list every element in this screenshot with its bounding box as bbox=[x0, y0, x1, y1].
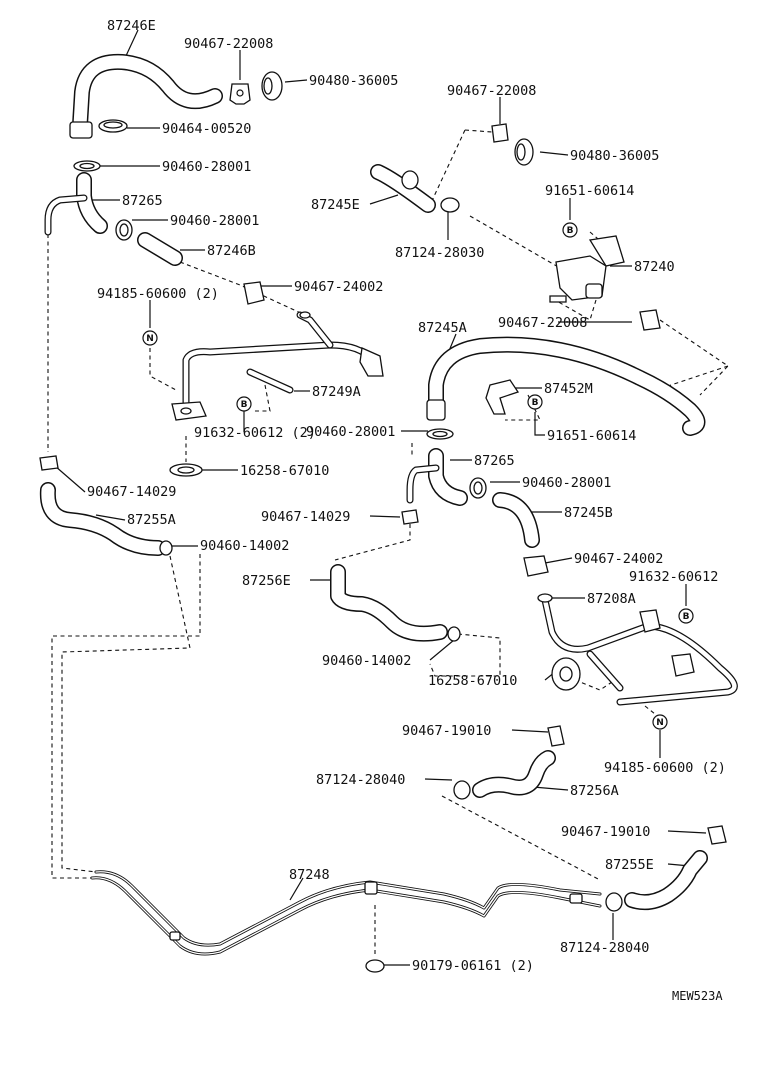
label-87452m: 87452M bbox=[544, 381, 593, 397]
label-90467-24002: 90467-24002 bbox=[574, 551, 663, 567]
label-90467-22008: 90467-22008 bbox=[184, 36, 273, 52]
label-87124-28040: 87124-28040 bbox=[316, 772, 405, 788]
drawing-code: MEW523A bbox=[672, 989, 723, 1003]
hose-87256e bbox=[330, 564, 448, 642]
hose-87246b bbox=[137, 232, 183, 266]
callout-symbols: N B B B B N bbox=[142, 222, 694, 730]
label-90460-28001: 90460-28001 bbox=[522, 475, 611, 491]
label-87256a: 87256A bbox=[570, 783, 619, 799]
svg-text:B: B bbox=[683, 612, 690, 622]
label-87245e: 87245E bbox=[311, 197, 360, 213]
hose-87255a bbox=[39, 482, 166, 556]
label-90460-14002: 90460-14002 bbox=[200, 538, 289, 554]
label-87245a: 87245A bbox=[418, 320, 467, 336]
label-90460-14002: 90460-14002 bbox=[322, 653, 411, 669]
label-90467-22008: 90467-22008 bbox=[498, 315, 587, 331]
label-16258-67010: 16258-67010 bbox=[240, 463, 329, 479]
hose-87255e bbox=[624, 850, 708, 911]
hose-87256a bbox=[472, 750, 556, 798]
label-94185-60600: 94185-60600 (2) bbox=[97, 286, 219, 302]
label-90480-36005: 90480-36005 bbox=[570, 148, 659, 164]
label-87256e: 87256E bbox=[242, 573, 291, 589]
label-91632-60612: 91632-60612 bbox=[629, 569, 718, 585]
svg-text:N: N bbox=[146, 334, 154, 344]
label-90460-28001: 90460-28001 bbox=[306, 424, 395, 440]
label-87208a: 87208A bbox=[587, 591, 636, 607]
label-87255e: 87255E bbox=[605, 857, 654, 873]
pipe-87208a bbox=[537, 593, 738, 706]
svg-text:B: B bbox=[567, 226, 574, 236]
svg-text:N: N bbox=[656, 718, 664, 728]
hose-87265-right bbox=[406, 448, 468, 506]
label-90460-28001: 90460-28001 bbox=[162, 159, 251, 175]
symbol-b bbox=[678, 608, 694, 624]
label-90460-28001: 90460-28001 bbox=[170, 213, 259, 229]
label-87249a: 87249A bbox=[312, 384, 361, 400]
pipe-87249a bbox=[171, 311, 384, 421]
label-87245b: 87245B bbox=[564, 505, 613, 521]
label-90467-19010: 90467-19010 bbox=[561, 824, 650, 840]
label-91651-60614: 91651-60614 bbox=[547, 428, 636, 444]
label-91651-60614: 91651-60614 bbox=[545, 183, 634, 199]
hose-87245a bbox=[426, 336, 706, 436]
hose-87246e bbox=[69, 53, 223, 139]
label-90467-19010: 90467-19010 bbox=[402, 723, 491, 739]
label-87240: 87240 bbox=[634, 259, 675, 275]
label-90179-06161: 90179-06161 (2) bbox=[412, 958, 534, 974]
svg-text:B: B bbox=[241, 400, 248, 410]
part-labels: 87246E 90467-22008 90480-36005 90464-005… bbox=[87, 18, 726, 1003]
symbol-b bbox=[527, 394, 543, 410]
leader-lines bbox=[54, 29, 707, 966]
label-94185-60600: 94185-60600 (2) bbox=[604, 760, 726, 776]
label-87124-28030: 87124-28030 bbox=[395, 245, 484, 261]
label-87265: 87265 bbox=[122, 193, 163, 209]
svg-text:B: B bbox=[532, 398, 539, 408]
label-90467-14029: 90467-14029 bbox=[261, 509, 350, 525]
label-87248: 87248 bbox=[289, 867, 330, 883]
symbol-b bbox=[236, 396, 252, 412]
symbol-n bbox=[142, 330, 158, 346]
label-87246b: 87246B bbox=[207, 243, 256, 259]
label-16258-67010: 16258-67010 bbox=[428, 673, 517, 689]
symbol-b bbox=[562, 222, 578, 238]
label-87124-28040: 87124-28040 bbox=[560, 940, 649, 956]
symbol-n bbox=[652, 714, 668, 730]
hose-87245b bbox=[492, 492, 540, 548]
label-90480-36005: 90480-36005 bbox=[309, 73, 398, 89]
label-87255a: 87255A bbox=[127, 512, 176, 528]
clamps-and-fittings bbox=[39, 71, 727, 973]
dashed-assembly-lines bbox=[47, 129, 729, 955]
pipe-87248 bbox=[90, 870, 602, 956]
label-90467-22008: 90467-22008 bbox=[447, 83, 536, 99]
hose-87265-left bbox=[44, 172, 108, 236]
label-90467-14029: 90467-14029 bbox=[87, 484, 176, 500]
label-87246e: 87246E bbox=[107, 18, 156, 34]
label-90464-00520: 90464-00520 bbox=[162, 121, 251, 137]
label-91632-60612: 91632-60612 (2) bbox=[194, 425, 316, 441]
label-87265: 87265 bbox=[474, 453, 515, 469]
label-90467-24002: 90467-24002 bbox=[294, 279, 383, 295]
hose-87245e bbox=[370, 164, 436, 213]
